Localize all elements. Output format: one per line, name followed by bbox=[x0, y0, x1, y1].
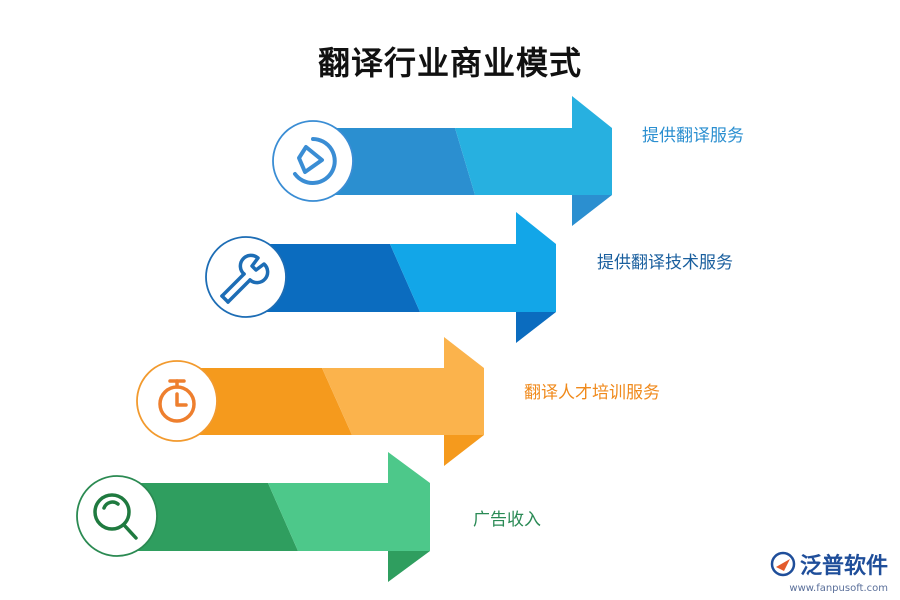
brand-watermark: 泛普软件 bbox=[770, 548, 888, 580]
arrow-4-icon-circle bbox=[76, 475, 158, 557]
arrow-4-body-light bbox=[268, 452, 430, 551]
brand-logo-icon bbox=[770, 551, 796, 577]
arrow-1-body-light bbox=[455, 96, 612, 195]
arrow-2 bbox=[205, 212, 556, 343]
item-label-2: 提供翻译技术服务 bbox=[597, 253, 733, 273]
arrow-1 bbox=[272, 96, 612, 226]
stopwatch-icon bbox=[158, 379, 196, 423]
arrow-4-body-dark bbox=[118, 483, 298, 551]
brand-name: 泛普软件 bbox=[799, 554, 888, 579]
diagram-title: 翻译行业商业模式 bbox=[317, 44, 582, 82]
wrench-icon bbox=[220, 253, 270, 304]
arrow-4-tip bbox=[388, 551, 430, 582]
arrow-3-body-dark bbox=[178, 368, 352, 435]
item-label-3: 翻译人才培训服务 bbox=[524, 383, 660, 403]
arrow-4 bbox=[76, 452, 430, 582]
arrow-3-body-light bbox=[322, 337, 484, 435]
brand-url: www.fanpusoft.com bbox=[789, 583, 888, 594]
search-icon bbox=[93, 493, 138, 540]
arrow-1-icon-circle bbox=[272, 120, 354, 202]
item-label-1: 提供翻译服务 bbox=[642, 126, 744, 146]
arrow-3 bbox=[136, 337, 484, 466]
arrow-2-body-light bbox=[390, 212, 556, 312]
item-label-4: 广告收入 bbox=[473, 510, 541, 530]
pie-chart-icon bbox=[293, 137, 337, 185]
arrow-2-icon-circle bbox=[205, 236, 287, 318]
arrow-2-body-dark bbox=[248, 244, 420, 312]
arrow-2-tip bbox=[516, 312, 556, 343]
arrow-1-tip bbox=[572, 195, 612, 226]
arrow-1-body-dark bbox=[310, 128, 475, 195]
arrow-3-tip bbox=[444, 435, 484, 466]
